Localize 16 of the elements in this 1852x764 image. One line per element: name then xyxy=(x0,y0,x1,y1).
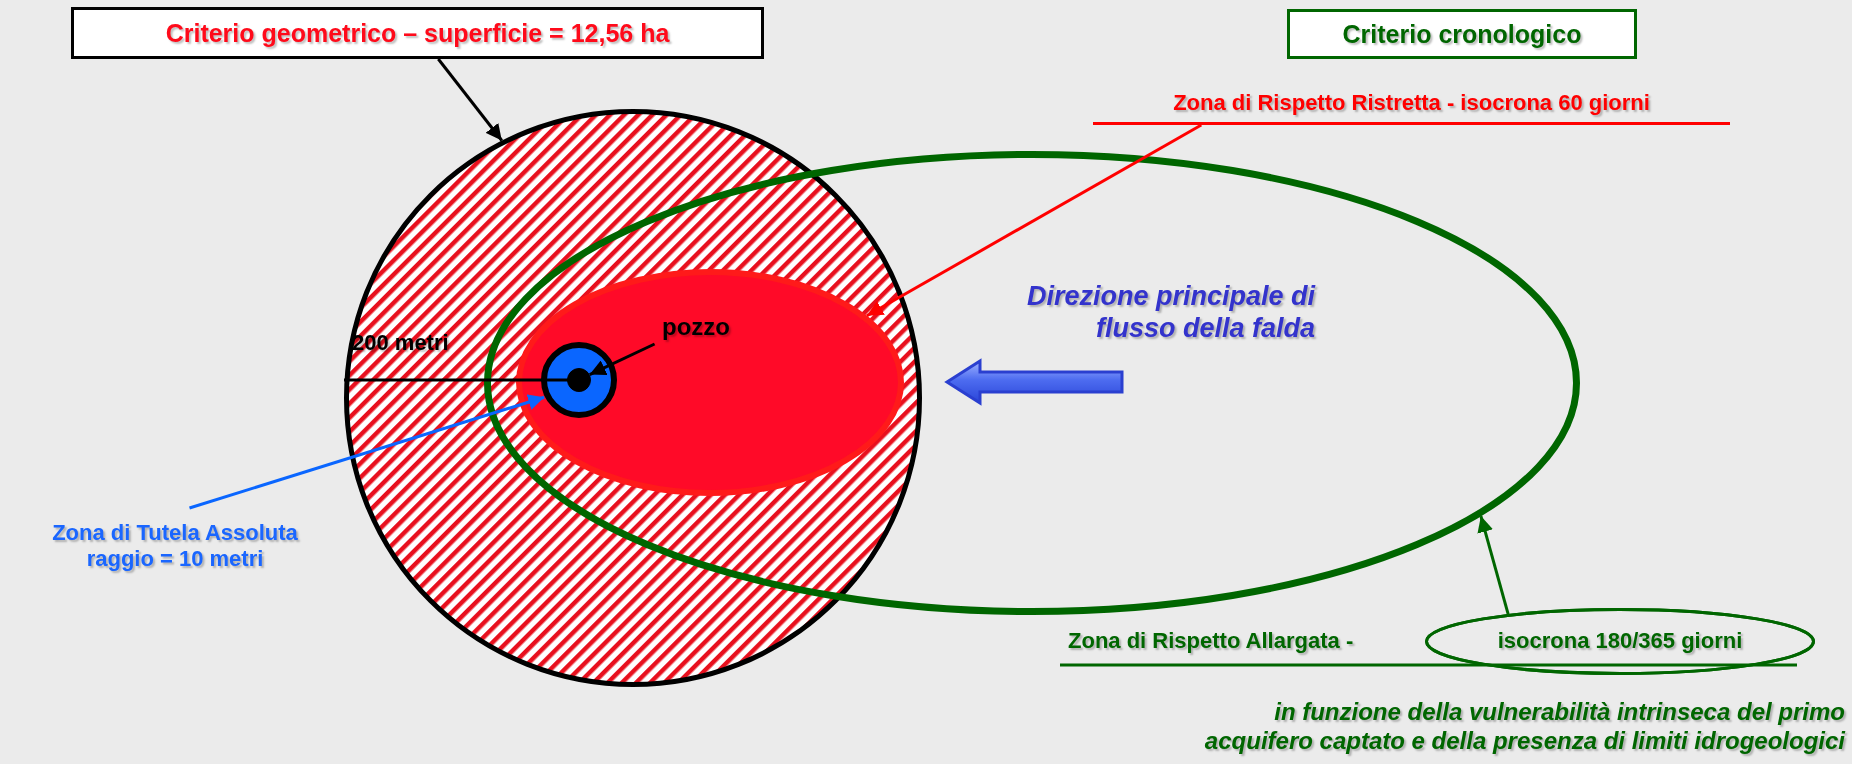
title-box: Criterio cronologico xyxy=(1287,9,1637,59)
leader-arrow xyxy=(437,58,503,142)
leader-arrow xyxy=(189,394,545,510)
well-label: pozzo xyxy=(650,310,742,344)
ellipse-outline xyxy=(484,151,1580,615)
zone-label: isocrona 180/365 giorni xyxy=(1425,608,1815,675)
leader-arrow xyxy=(589,342,656,376)
leader-arrow xyxy=(1477,515,1510,615)
zone-label: Zona di Rispetto Allargata - xyxy=(1068,628,1355,655)
zone-label: Zona di Tutela Assoluta raggio = 10 metri xyxy=(30,508,320,584)
filled-ellipse xyxy=(516,269,904,496)
flow-direction-text: Direzione principale di flusso della falda xyxy=(1025,280,1315,345)
note-text: in funzione della vulnerabilità intrinseca del primo acquifero captato e della presenza di limiti idrogeologici xyxy=(1203,698,1845,756)
zone-label: Zona di Rispetto Ristretta - isocrona 60 giorni xyxy=(1093,85,1730,125)
title-box: Criterio geometrico – superficie = 12,56 ha xyxy=(71,7,764,59)
well-dot xyxy=(567,368,591,392)
